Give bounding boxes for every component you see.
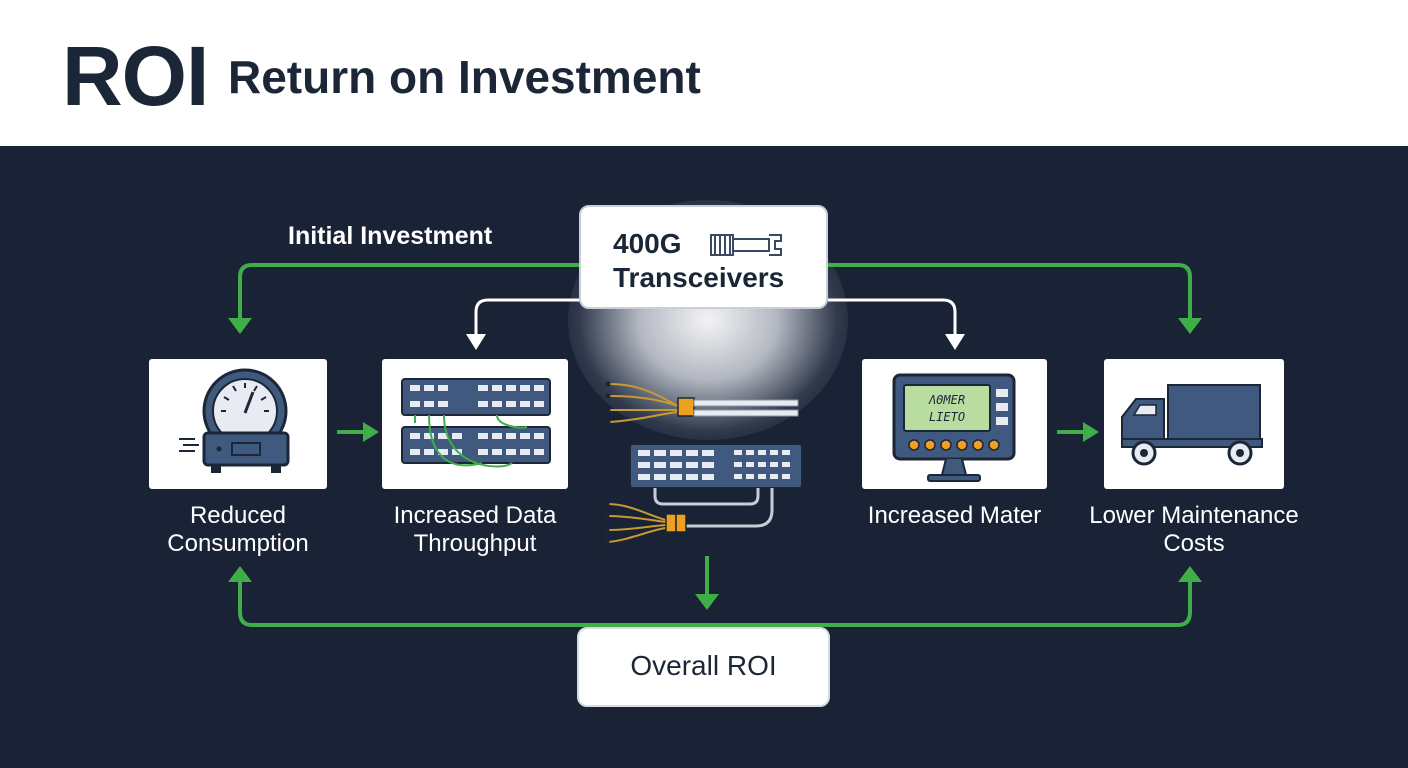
arrowhead-mater — [945, 334, 965, 350]
transceiver-module-icon — [710, 234, 782, 256]
arrowhead-reduced — [228, 318, 252, 334]
arrow-to-throughput — [474, 298, 580, 336]
truck-icon — [1121, 384, 1263, 466]
arrowhead-lower — [1178, 318, 1202, 334]
arrow-to-reduced — [238, 263, 580, 318]
reduced-consumption-card — [149, 359, 327, 489]
increased-mater-card: ΛΘMER LIETO — [862, 359, 1047, 489]
bottom-loop-arrow — [238, 580, 1192, 627]
arrowhead-throughput — [466, 334, 486, 350]
power-meter-icon — [179, 368, 290, 473]
lower-maintenance-label: Lower Maintenance Costs — [1089, 502, 1299, 557]
monitor-icon: ΛΘMER LIETO — [892, 373, 1016, 482]
transceivers-box: 400G Transceivers — [579, 205, 828, 309]
page-title: Return on Investment — [228, 51, 701, 103]
overall-roi-box: Overall ROI — [577, 627, 830, 707]
increased-mater-label: Increased Mater — [867, 502, 1042, 529]
arrowhead-up-lower — [1178, 566, 1202, 582]
transceivers-label-line1: 400G — [613, 228, 682, 259]
arrowhead-up-reduced — [228, 566, 252, 582]
arrow-to-mater — [828, 298, 957, 336]
monitor-screen-line2: LIETO — [929, 410, 965, 424]
abbreviation-title: ROI — [62, 29, 209, 123]
network-switch-icon — [401, 378, 551, 468]
monitor-screen-line1: ΛΘMER — [928, 393, 965, 407]
initial-investment-label: Initial Investment — [288, 222, 493, 250]
fiber-transceiver-icon — [604, 381, 803, 545]
transceivers-label-line2: Transceivers — [613, 262, 785, 293]
arrow-to-lower — [828, 263, 1192, 318]
lower-maintenance-card — [1104, 359, 1284, 489]
increased-throughput-card — [382, 359, 568, 489]
increased-throughput-label: Increased Data Throughput — [393, 502, 557, 557]
reduced-consumption-label: Reduced Consumption — [167, 502, 309, 557]
overall-roi-label: Overall ROI — [630, 650, 777, 681]
header: ROI Return on Investment — [0, 0, 1408, 146]
